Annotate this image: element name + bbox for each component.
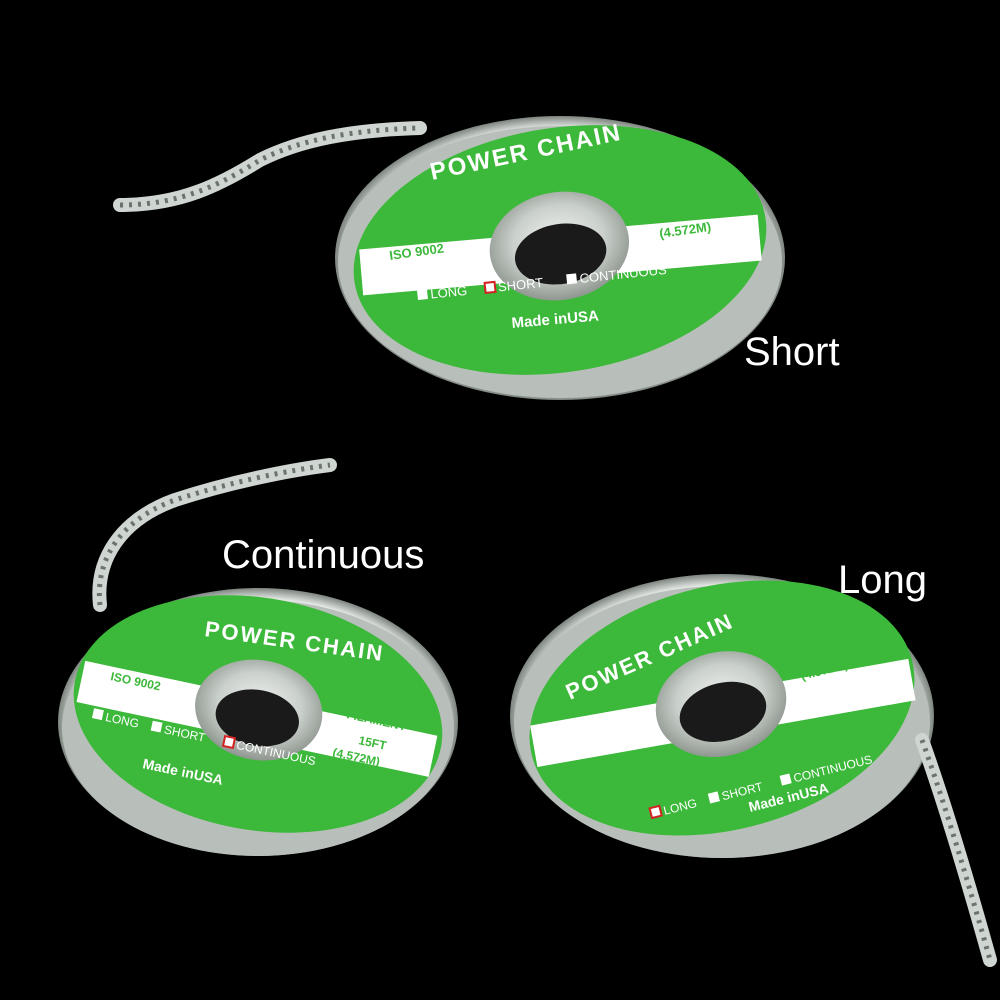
caption-short: Short (744, 330, 840, 374)
checkbox-continuous (779, 773, 792, 786)
checkbox-continuous (566, 273, 578, 285)
spool-short: POWER CHAIN FILAMENT 15FT (4.572M) ISO 9… (113, 116, 785, 400)
power-chain-strand (915, 733, 997, 967)
option-long-label: LONG (104, 710, 140, 731)
label-length-ft: 15FT (357, 733, 388, 753)
caption-long: Long (838, 558, 927, 602)
checkbox-long-selected (648, 804, 663, 820)
spool-long: POWER CHAIN FILAMENT 15FT (4.572M) ISO 9… (510, 574, 997, 967)
option-short-label: SHORT (497, 275, 544, 295)
label-length-ft: 15FT (807, 648, 838, 669)
caption-continuous: Continuous (222, 533, 425, 577)
label-options: LONG SHORT CONTINUOUS (416, 262, 668, 302)
checkbox-short-selected (483, 280, 497, 294)
checkbox-long (92, 708, 104, 721)
label-length-ft: 15FT (670, 206, 702, 225)
checkbox-short (150, 720, 163, 733)
power-chain-strand (92, 458, 337, 612)
spool-continuous: POWER CHAIN ISO 9002 FILAMENT 15FT (4.57… (58, 458, 458, 856)
option-long-label: LONG (430, 283, 468, 302)
checkbox-continuous-selected (221, 734, 237, 750)
label-length-m: (4.572M) (658, 219, 712, 241)
checkbox-long (416, 289, 428, 300)
checkbox-short (707, 791, 720, 804)
